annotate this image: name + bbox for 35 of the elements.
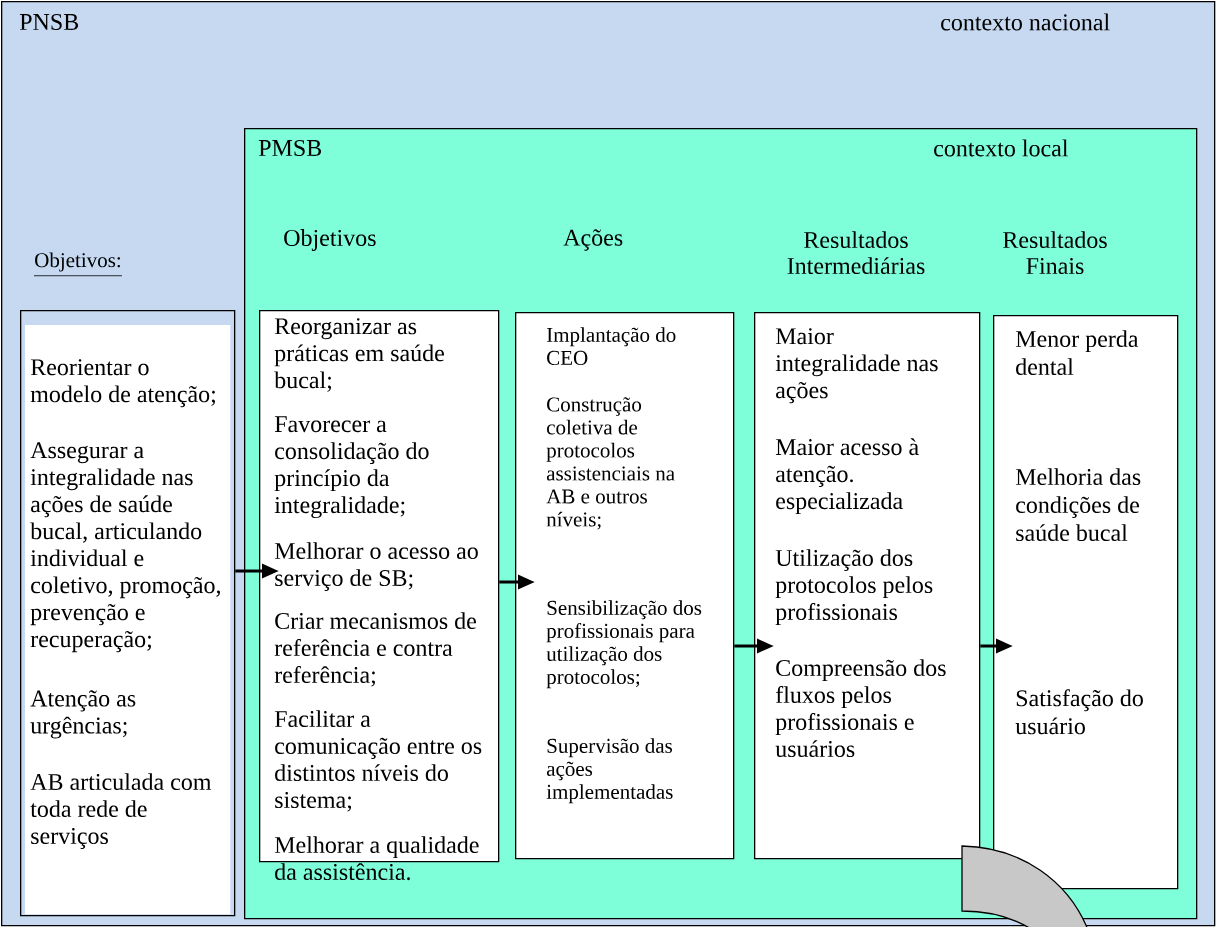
list-item-text: Sensibilização dos profissionais para utilização dos protocolos; [546,600,702,689]
column-heading: Ações [563,229,623,251]
list-item-text: Atenção as urgências; [30,690,136,739]
panel-title: PMSB [258,139,322,157]
list-item-text: Maior integralidade nas ações [775,328,938,404]
underlined-heading: Objetivos: [33,252,123,277]
list-item-text: Satisfação do usuário [1015,689,1143,735]
list-box [259,310,500,863]
column-heading: Resultados Intermediárias [787,231,925,275]
list-item-text: Reorientar o modelo de atenção; [30,359,215,408]
list-item-text: Compreensão dos fluxos pelos profissionais e usuários [775,659,946,758]
list-item-text: Construção coletiva de protocolos assistenciais na AB e outros níveis; [546,397,675,530]
list-box [993,315,1179,890]
list-item-text: Reorganizar as práticas em saúde bucal; [274,318,444,392]
list-item-text: Favorecer a consolidação do princípio da integralidade; [274,416,429,519]
list-item-text: Melhoria das condições de saúde bucal [1015,468,1141,542]
column-heading: Objetivos [284,229,376,251]
list-box [20,310,236,917]
list-item-text: AB articulada com toda rede de serviços [30,773,212,849]
list-box [515,312,735,860]
list-item-text: Assegurar a integralidade nas ações de saúde bucal, articulando individual e coletivo, promoção, prevenção e recuperação; [30,442,220,653]
list-item-text: Supervisão das ações implementadas [546,738,673,804]
panel-title: contexto nacional [941,13,1110,31]
list-item-text: Melhorar a qualidade da assistência. [274,836,479,881]
list-item-text: Facilitar a comunicação entre os distintos níveis do sistema; [274,710,482,812]
list-item-text: Implantação do CEO [546,327,676,365]
list-box [754,312,981,860]
list-item-text: Menor perda dental [1015,330,1139,376]
list-item-text: Utilização dos protocolos pelos profissionais [775,549,933,625]
panel-title: contexto local [934,139,1069,157]
list-item-text: Melhorar o acesso ao serviço de SB; [274,542,478,591]
list-item-text: Criar mecanismos de referência e contra referência; [274,612,476,687]
panel-title: PNSB [19,13,79,31]
column-heading: Resultados Finais [1003,231,1107,275]
list-item-text: Maior acesso à atenção. especializada [775,438,919,514]
